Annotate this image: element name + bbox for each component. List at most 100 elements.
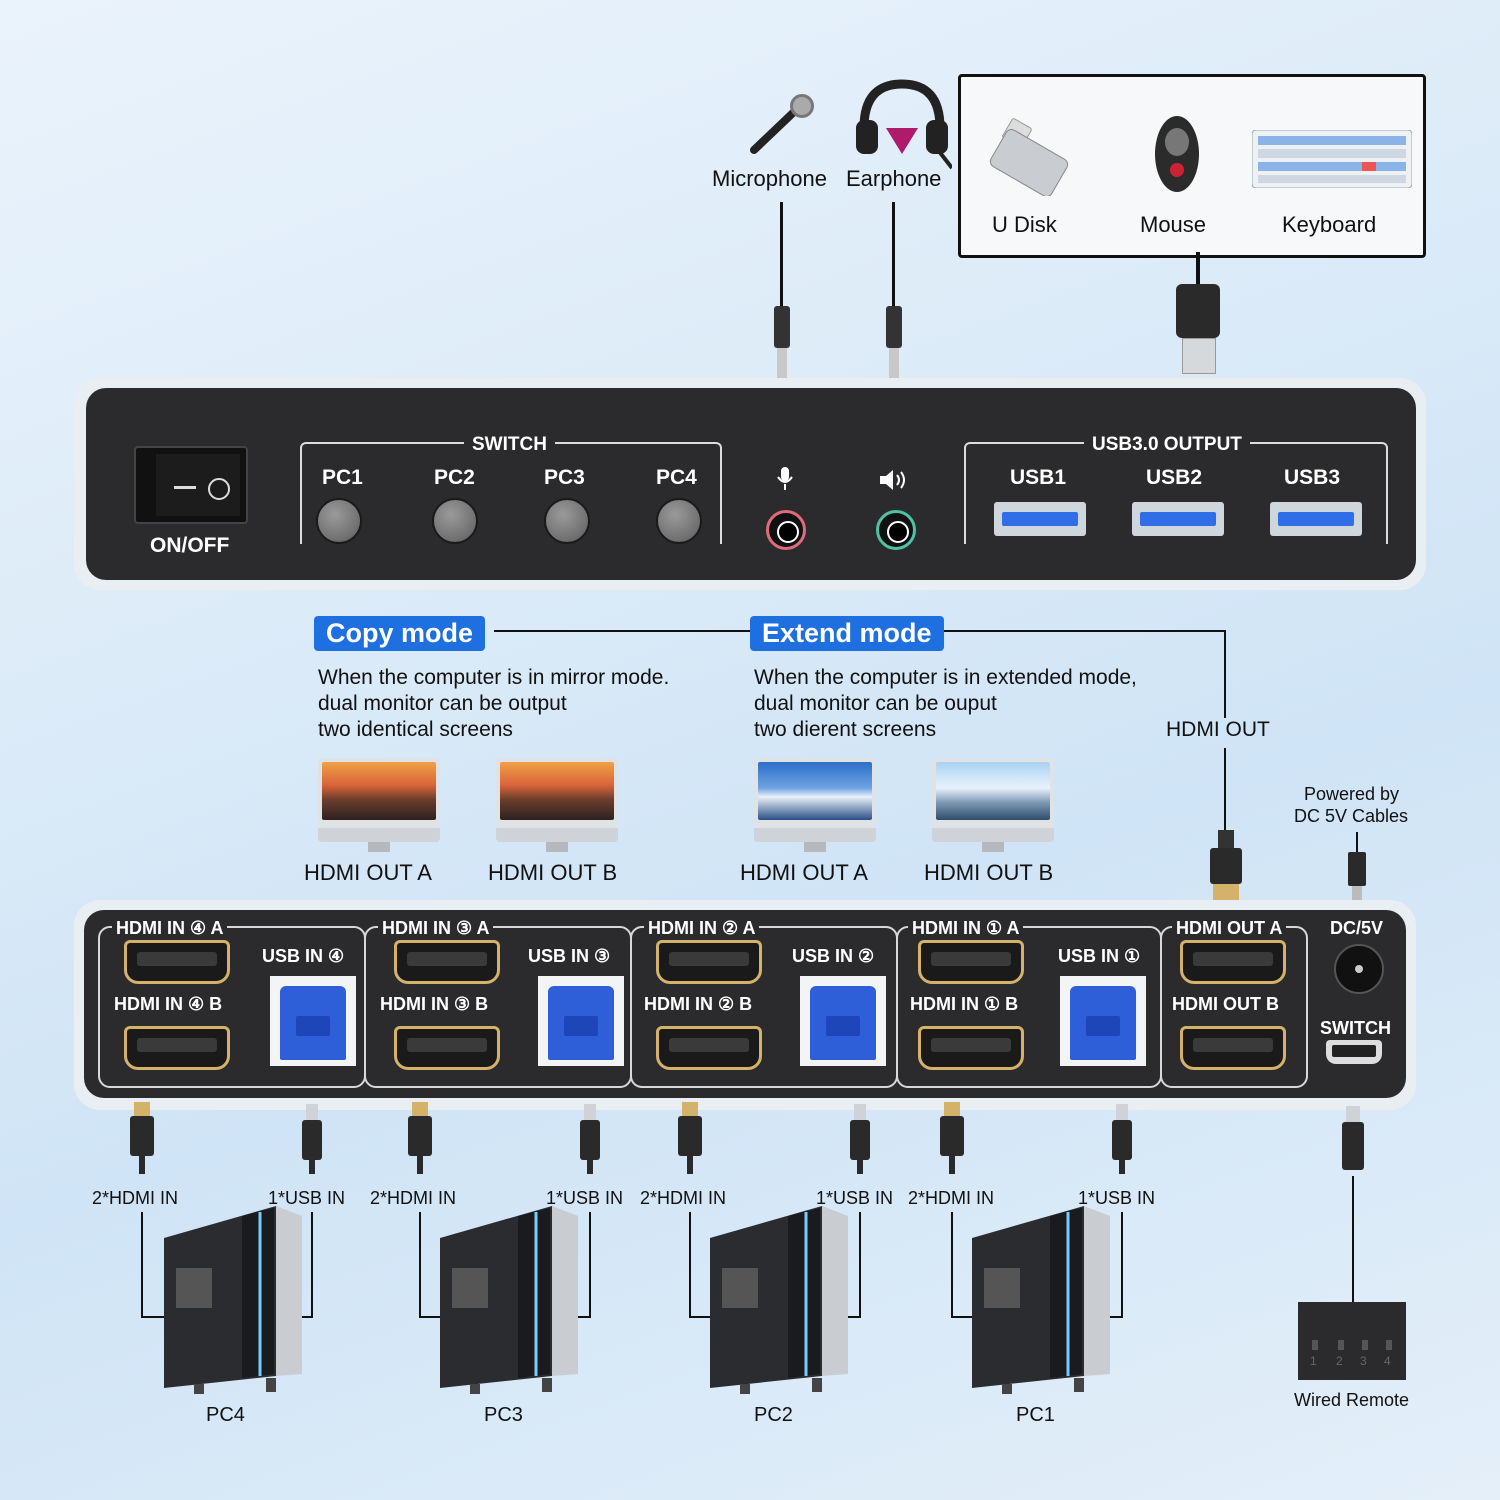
usb-a-plug (1176, 284, 1220, 374)
copy-mode-line-1: When the computer is in mirror mode. (318, 666, 670, 689)
extend-out-a-label: HDMI OUT A (740, 860, 868, 885)
hdmi-in-3b-port[interactable] (394, 1026, 500, 1070)
pc3-usb-cable-label: 1*USB IN (546, 1188, 624, 1208)
remote-switch-port[interactable] (1326, 1040, 1382, 1064)
hdmi-in-2b-label: HDMI IN ② B (644, 994, 753, 1014)
extend-mode-tag: Extend mode (750, 616, 944, 651)
hdmi-in-1a-label: HDMI IN ① A (908, 918, 1024, 939)
pc2-usb-plug-tip (854, 1104, 866, 1120)
usb1-port[interactable] (994, 502, 1086, 536)
switch-port-label: SWITCH (1320, 1018, 1391, 1038)
pc2-tower (702, 1198, 852, 1398)
earphone-jack-plug (884, 306, 904, 378)
pc3-hdmi-cable-stub (417, 1156, 423, 1174)
pc4-usb-cable-label: 1*USB IN (268, 1188, 346, 1208)
usb-in-1-port[interactable] (1060, 976, 1146, 1066)
hdmi-in-3a-port[interactable] (394, 940, 500, 984)
pc4-switch-button[interactable] (656, 498, 702, 544)
earphone-jack-port[interactable] (876, 510, 916, 550)
headset-icon (852, 78, 954, 170)
pc3-hdmi-plug-body (408, 1116, 432, 1156)
pc3-usb-plug-tip (584, 1104, 596, 1120)
mic-cable (780, 202, 783, 308)
mic-port-icon (777, 467, 793, 491)
dc-5v-label: DC/5V (1330, 918, 1384, 938)
hdmi-in-2a-port[interactable] (656, 940, 762, 984)
usb3-label: USB3 (1284, 466, 1341, 489)
hdmi-in-1b-port[interactable] (918, 1026, 1024, 1070)
mic-jack-port[interactable] (766, 510, 806, 550)
hdmi-out-line-bottom (1224, 748, 1226, 832)
hdmi-in-4a-label: HDMI IN ④ A (112, 918, 228, 939)
pc2-switch-button[interactable] (432, 498, 478, 544)
pc2-hdmi-line-down (689, 1212, 691, 1318)
extend-mode-line-2: dual monitor can be ouput (754, 692, 997, 715)
mouse-label: Mouse (1140, 212, 1207, 237)
pc4-button-label: PC4 (656, 466, 697, 489)
pc3-hdmi-plug-tip (412, 1102, 428, 1116)
usb-in-4-port[interactable] (270, 976, 356, 1066)
remote-plug-body (1342, 1122, 1364, 1170)
pc4-hdmi-cable-label: 2*HDMI IN (92, 1188, 179, 1208)
hdmi-out-a-port[interactable] (1180, 940, 1286, 984)
pc2-usb-cable-stub (857, 1160, 863, 1174)
pc1-usb-plug-tip (1116, 1104, 1128, 1120)
pc2-usb-cable-label: 1*USB IN (816, 1188, 894, 1208)
copy-extend-connector (494, 630, 752, 632)
usb-in-3-label: USB IN ③ (528, 946, 611, 966)
switch-title: SWITCH (464, 434, 555, 456)
pc3-tower (432, 1198, 582, 1398)
u-disk-label: U Disk (992, 212, 1057, 237)
pc1-switch-button[interactable] (316, 498, 362, 544)
hdmi-in-2b-port[interactable] (656, 1026, 762, 1070)
pc1-hdmi-cable-label: 2*HDMI IN (908, 1188, 995, 1208)
hdmi-in-2a-label: HDMI IN ② A (644, 918, 760, 939)
extend-hdmi-out-connector (930, 630, 1226, 632)
usb2-port[interactable] (1132, 502, 1224, 536)
hdmi-out-b-port[interactable] (1180, 1026, 1286, 1070)
hdmi-in-1b-label: HDMI IN ① B (910, 994, 1019, 1014)
hdmi-in-4a-port[interactable] (124, 940, 230, 984)
remote-digit-2: 2 (1336, 1354, 1343, 1368)
copy-monitor-b (496, 758, 620, 856)
copy-monitor-a (318, 758, 442, 856)
front-panel (86, 388, 1416, 580)
power-rocker-switch[interactable] (134, 446, 248, 524)
microphone-label: Microphone (712, 166, 827, 191)
hdmi-in-1a-port[interactable] (918, 940, 1024, 984)
pc4-hdmi-cable-stub (139, 1156, 145, 1174)
pc1-usb-cable-stub (1119, 1160, 1125, 1174)
pc4-usb-cable-stub (309, 1160, 315, 1174)
usb-output-title: USB3.0 OUTPUT (1084, 434, 1250, 456)
hdmi-out-plug (1210, 830, 1242, 900)
pc3-hdmi-cable-label: 2*HDMI IN (370, 1188, 457, 1208)
hdmi-out-b-label: HDMI OUT B (1172, 994, 1279, 1014)
pc2-name: PC2 (754, 1404, 793, 1426)
remote-plug-tip (1346, 1106, 1360, 1122)
pc4-hdmi-plug-tip (134, 1102, 150, 1116)
remote-digit-3: 3 (1360, 1354, 1367, 1368)
u-disk-icon (984, 112, 1074, 197)
mouse-icon (1152, 112, 1202, 196)
speaker-port-icon (880, 470, 908, 490)
pc3-switch-button[interactable] (544, 498, 590, 544)
dc-power-port[interactable] (1334, 944, 1384, 994)
wired-remote[interactable]: 1 2 3 4 (1298, 1302, 1406, 1380)
hdmi-in-4b-port[interactable] (124, 1026, 230, 1070)
pc1-hdmi-plug-tip (944, 1102, 960, 1116)
pc1-usb-cable-label: 1*USB IN (1078, 1188, 1156, 1208)
usb3-port[interactable] (1270, 502, 1362, 536)
usb-in-3-port[interactable] (538, 976, 624, 1066)
earphone-cable (892, 202, 895, 308)
keyboard-icon (1251, 129, 1413, 189)
copy-out-a-label: HDMI OUT A (304, 860, 432, 885)
pc1-button-label: PC1 (322, 466, 363, 489)
pc1-tower (964, 1198, 1114, 1398)
pc4-usb-line-down (311, 1212, 313, 1318)
copy-mode-line-3: two identical screens (318, 718, 513, 741)
pc1-hdmi-cable-stub (949, 1156, 955, 1174)
usb-in-2-port[interactable] (800, 976, 886, 1066)
pc2-hdmi-cable-stub (687, 1156, 693, 1174)
usb-in-1-label: USB IN ① (1058, 946, 1141, 966)
pc1-hdmi-line-across (951, 1316, 989, 1318)
